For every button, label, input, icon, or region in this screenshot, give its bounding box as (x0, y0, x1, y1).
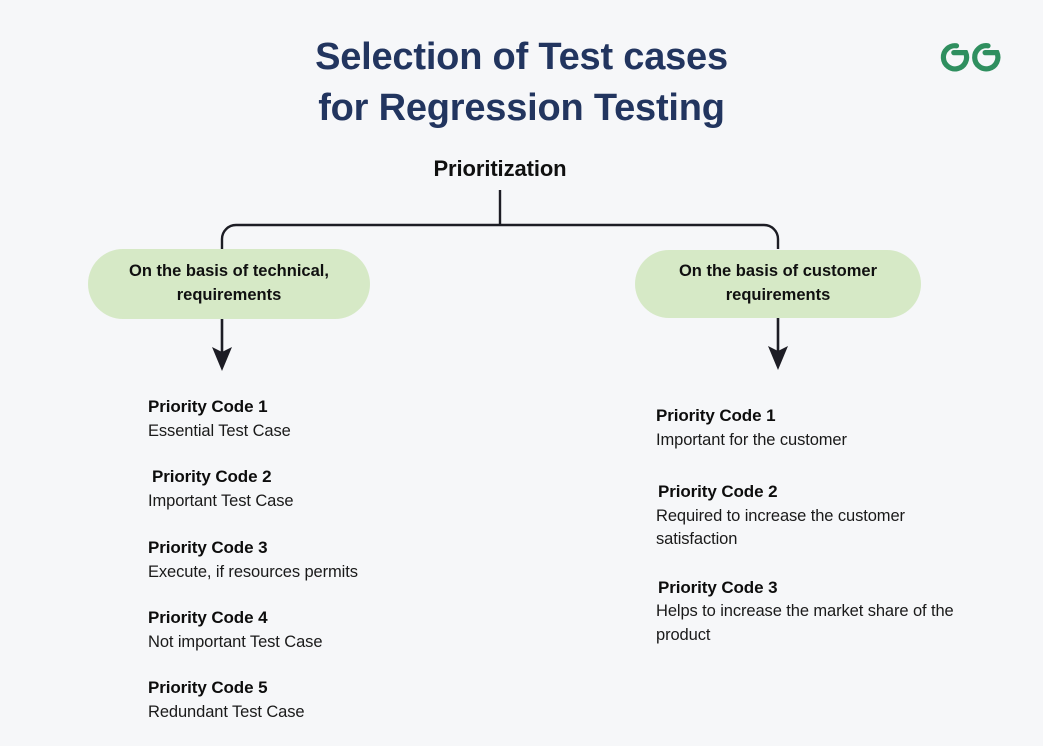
priority-code-label: Priority Code 2 (658, 482, 778, 502)
arrow-left-head (212, 347, 232, 371)
geeksforgeeks-logo (930, 28, 1004, 78)
priority-desc-label: Helps to increase the market share of th… (656, 602, 954, 644)
branch-node-technical[interactable]: On the basis of technical, requirements (88, 249, 370, 319)
priority-code-label: Priority Code 1 (656, 406, 776, 425)
root-node-label: Prioritization (433, 156, 567, 181)
priority-list-technical: Priority Code 1 Essential Test Case Prio… (148, 395, 488, 724)
list-item: Priority Code 3 Execute, if resources pe… (148, 536, 488, 584)
bracket-line-left (220, 223, 500, 249)
priority-code-label: Priority Code 3 (658, 577, 778, 597)
list-item: Priority Code 2 Required to increase the… (656, 480, 986, 551)
priority-desc-label: Important Test Case (148, 491, 294, 510)
list-item: Priority Code 5 Redundant Test Case (148, 676, 488, 724)
list-item: Priority Code 1 Essential Test Case (148, 395, 488, 443)
priority-desc-label: Essential Test Case (148, 421, 291, 440)
priority-code-label: Priority Code 5 (148, 678, 268, 698)
list-item: Priority Code 1 Important for the custom… (656, 404, 986, 452)
page-title-line-1: Selection of Test cases (315, 36, 728, 78)
bracket-line-right (500, 223, 780, 249)
list-item: Priority Code 2 Important Test Case (148, 465, 488, 513)
page-title: Selection of Test cases for Regression T… (0, 32, 1043, 134)
branch-label-line-1: On the basis of customer (678, 262, 878, 281)
priority-desc-label: Not important Test Case (148, 632, 323, 651)
branch-label-line-1: On the basis of technical, (129, 262, 329, 281)
priority-code-label: Priority Code 4 (148, 608, 268, 628)
priority-desc-label: Redundant Test Case (148, 702, 305, 721)
priority-list-customer: Priority Code 1 Important for the custom… (656, 404, 986, 647)
priority-code-label: Priority Code 3 (148, 538, 268, 558)
arrow-right-head (768, 346, 788, 370)
branch-node-customer[interactable]: On the basis of customer requirements (635, 250, 921, 318)
priority-desc-label: Execute, if resources permits (148, 562, 358, 581)
branch-node-customer-label: On the basis of customer requirements (679, 260, 877, 308)
arrow-right (768, 318, 788, 370)
list-item: Priority Code 4 Not important Test Case (148, 606, 488, 654)
page-title-line-2: for Regression Testing (318, 86, 725, 129)
arrow-left (212, 319, 232, 371)
branch-label-line-2: requirements (176, 286, 282, 304)
priority-desc-label: Required to increase the customer satisf… (656, 506, 905, 549)
priority-desc-label: Important for the customer (656, 430, 847, 449)
branch-label-line-2: requirements (725, 286, 831, 304)
list-item: Priority Code 3 Helps to increase the ma… (656, 576, 986, 647)
priority-code-label: Priority Code 1 (148, 397, 268, 416)
branch-node-technical-label: On the basis of technical, requirements (129, 260, 329, 308)
priority-code-label: Priority Code 2 (152, 467, 272, 487)
